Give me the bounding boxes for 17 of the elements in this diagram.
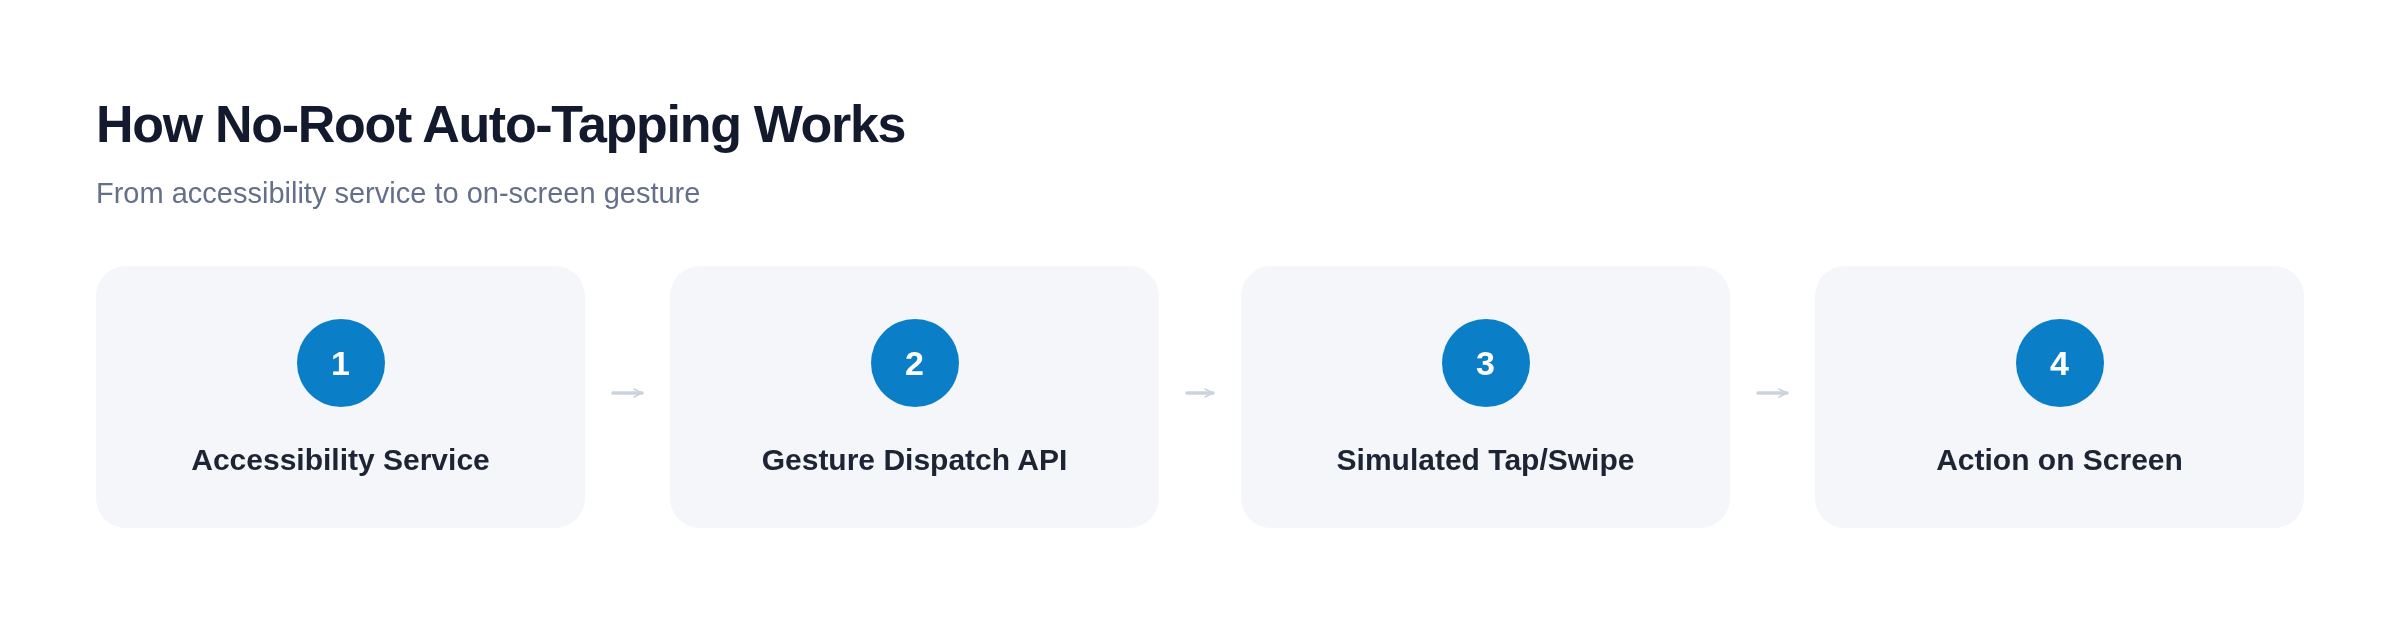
step-label: Gesture Dispatch API	[760, 442, 1069, 478]
arrow	[611, 388, 644, 398]
step-number-badge: 4	[2015, 319, 2104, 407]
step-label: Action on Screen	[1935, 442, 2184, 478]
step-number-badge: 2	[870, 319, 959, 407]
step-number-badge: 3	[1441, 319, 1530, 407]
step-card	[1815, 266, 2304, 528]
step-card	[96, 266, 585, 528]
arrow	[1185, 388, 1215, 398]
step-number-badge: 1	[296, 319, 385, 407]
step-label: Simulated Tap/Swipe	[1335, 442, 1636, 478]
step-label: Accessibility Service	[190, 442, 491, 478]
step-card	[1241, 266, 1730, 528]
title: How No-Root Auto-Tapping Works	[96, 94, 906, 155]
step-card	[670, 266, 1159, 528]
arrow	[1756, 388, 1789, 398]
subtitle: From accessibility service to on-screen gesture	[96, 176, 701, 211]
